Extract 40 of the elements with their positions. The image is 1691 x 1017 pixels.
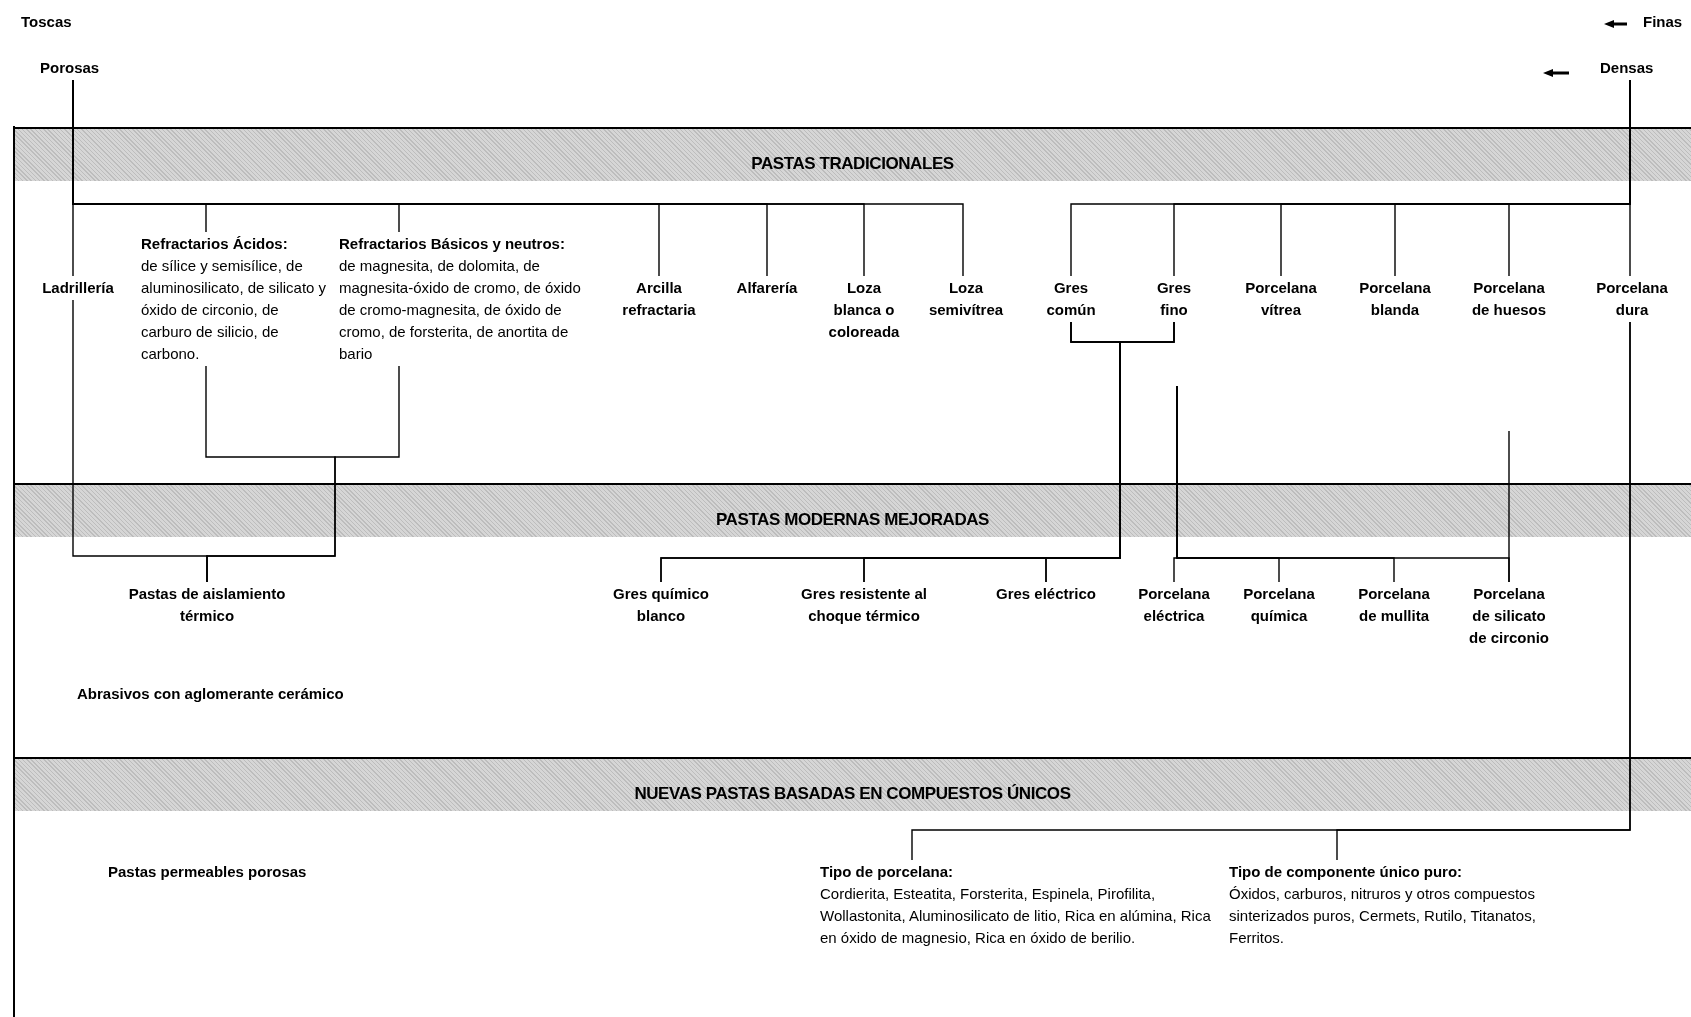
category-label: Gres eléctrico bbox=[981, 583, 1111, 605]
category-label: Porcelana de huesos bbox=[1464, 277, 1554, 321]
scale-label: Toscas bbox=[21, 12, 72, 32]
section-title: PASTAS MODERNAS MEJORADAS bbox=[715, 509, 989, 531]
category-label: Porosas bbox=[40, 57, 100, 79]
category-label: Porcelana blanda bbox=[1350, 277, 1440, 321]
category-label: Arcilla refractaria bbox=[611, 277, 707, 321]
category-label: Gres resistente al choque térmico bbox=[797, 583, 931, 627]
category-label: Gres fino bbox=[1146, 277, 1202, 321]
connector-line bbox=[1336, 321, 1631, 861]
connector-line bbox=[1045, 321, 1175, 583]
category-description: Cordierita, Esteatita, Forsterita, Espinela, Pirofilita, Wollastonita, Aluminosilicato de litio, Rica en alúmina, Rica en óxido de magnesio, Rica en óxido de berilio. bbox=[820, 884, 1212, 948]
category-label: Pastas permeables porosas bbox=[108, 861, 307, 883]
category-label: Pastas de aislamiento térmico bbox=[112, 583, 302, 627]
category-label: Alfarería bbox=[722, 277, 812, 299]
category-heading: Tipo de componente único puro: bbox=[1229, 862, 1464, 882]
scale-label: Finas bbox=[1643, 12, 1683, 32]
category-label: Porcelana eléctrica bbox=[1129, 583, 1219, 627]
category-description: de magnesita, de dolomita, de magnesita-óxido de cromo, de óxido de cromo-magnesita, de óxido de cromo, de forsterita, de anortita de bario bbox=[339, 256, 582, 364]
category-label: Porcelana química bbox=[1234, 583, 1324, 627]
category-heading: Tipo de porcelana: bbox=[820, 862, 955, 882]
category-description: de sílice y semisílice, de aluminosilicato, de silicato y óxido de circonio, de carburo de silicio, de carbono. bbox=[141, 256, 328, 364]
connector-line bbox=[1508, 430, 1510, 583]
category-label: Porcelana de mullita bbox=[1349, 583, 1439, 627]
category-label: Gres común bbox=[1036, 277, 1106, 321]
category-label: Abrasivos con aglomerante cerámico bbox=[77, 683, 344, 705]
category-heading: Refractarios Básicos y neutros: bbox=[339, 234, 566, 254]
category-description: Óxidos, carburos, nitruros y otros compuestos sinterizados puros, Cermets, Rutilo, Titanatos, Ferritos. bbox=[1229, 884, 1537, 948]
category-label: Porcelana de silicato de circonio bbox=[1464, 583, 1554, 649]
section-title: NUEVAS PASTAS BASADAS EN COMPUESTOS ÚNICOS bbox=[634, 783, 1071, 805]
section-title: PASTAS TRADICIONALES bbox=[751, 153, 954, 175]
category-label: Porcelana dura bbox=[1587, 277, 1677, 321]
connector-line bbox=[206, 365, 400, 583]
category-label: Gres químico blanco bbox=[606, 583, 716, 627]
category-label: Ladrillería bbox=[28, 277, 128, 299]
category-label: Loza semivítrea bbox=[918, 277, 1014, 321]
category-label: Porcelana vítrea bbox=[1236, 277, 1326, 321]
category-label: Loza blanca o coloreada bbox=[826, 277, 902, 343]
category-heading: Refractarios Ácidos: bbox=[141, 234, 289, 254]
category-label: Densas bbox=[1600, 57, 1654, 79]
